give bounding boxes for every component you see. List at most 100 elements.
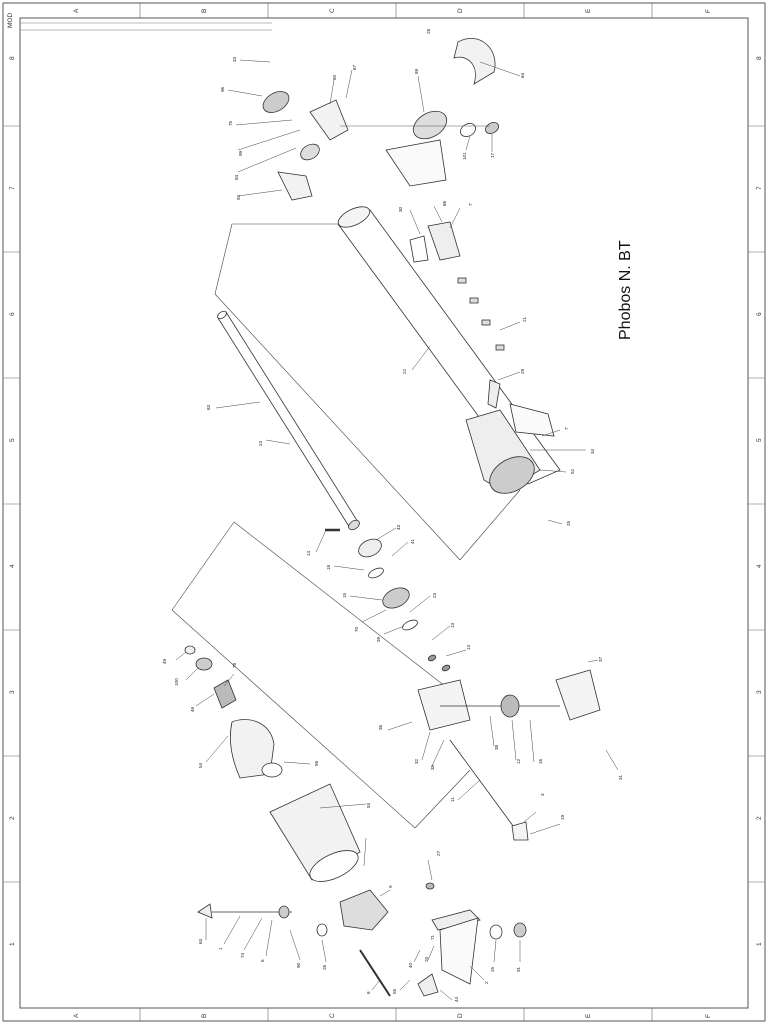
grid-number-8-right: 8 (756, 56, 763, 60)
part-label-20: 20 (424, 956, 429, 962)
part-label-17: 17 (490, 152, 495, 158)
part-label-39: 39 (376, 636, 381, 642)
part-label-26: 26 (322, 964, 327, 970)
grid-letter-c-top: C (329, 8, 336, 13)
grid-letter-d-bottom: D (457, 1013, 464, 1018)
tube-clips (409, 221, 555, 437)
part-label-34: 34 (590, 448, 595, 454)
part-label-49: 49 (162, 658, 167, 664)
grid-letter-a-top: A (73, 8, 80, 13)
part-label-25-lower: 25 (490, 966, 495, 972)
part-label-40: 40 (408, 962, 413, 968)
part-label-21: 21 (522, 316, 527, 322)
corner-tag: MOD (7, 13, 14, 28)
part-label-35: 35 (430, 764, 435, 770)
part-label-38: 38 (494, 744, 499, 750)
part-label-90: 90 (296, 962, 301, 968)
bearing-gear-stack (358, 538, 451, 672)
part-label-18: 18 (326, 564, 331, 570)
part-label-25: 25 (566, 520, 571, 526)
grid-number-8-left: 8 (9, 56, 16, 60)
grid-number-6-left: 6 (9, 312, 16, 316)
top-ruler (3, 3, 765, 1021)
part-label-3: 3 (540, 793, 545, 796)
part-label-1: 1 (218, 947, 223, 950)
part-label-46: 46 (190, 706, 195, 712)
part-label-27: 27 (436, 850, 441, 856)
grid-number-4-left: 4 (9, 564, 16, 568)
part-label-92: 92 (236, 194, 241, 200)
part-label-55: 55 (392, 988, 397, 994)
part-label-83: 83 (206, 404, 211, 410)
part-label-63: 63 (198, 938, 203, 944)
motor-assembly (184, 645, 361, 882)
part-label-2: 2 (484, 981, 489, 984)
title-block (20, 22, 272, 31)
part-label-14: 14 (306, 550, 311, 556)
grid-number-5-left: 5 (9, 438, 16, 442)
grid-letter-b-top: B (201, 9, 208, 13)
grid-number-3-right: 3 (756, 690, 763, 694)
top-end-assembly (262, 38, 499, 201)
part-label-54: 54 (198, 762, 203, 768)
part-label-6: 6 (260, 959, 265, 962)
part-label-30: 30 (398, 206, 403, 212)
part-label-36: 36 (378, 724, 383, 730)
part-label-7-upper: 7 (468, 203, 473, 206)
part-label-7-lower: 7 (564, 427, 569, 430)
part-label-41: 41 (410, 538, 415, 544)
part-label-75: 75 (228, 120, 233, 126)
grid-letter-e-top: E (585, 8, 592, 13)
part-label-53: 53 (366, 802, 371, 808)
inner-border (19, 17, 749, 1009)
grid-number-2-left: 2 (9, 816, 16, 820)
part-label-19: 19 (560, 814, 565, 820)
part-label-32: 32 (414, 758, 419, 764)
part-label-91: 91 (516, 966, 521, 972)
grid-number-6-right: 6 (756, 312, 763, 316)
gearbox-bracket (417, 669, 601, 841)
part-label-101: 101 (462, 152, 467, 160)
tube-housing (337, 206, 561, 485)
part-label-23: 23 (432, 592, 437, 598)
part-label-28: 28 (426, 28, 431, 34)
grid-letter-b-bottom: B (201, 1014, 208, 1018)
part-label-37: 37 (598, 656, 603, 662)
grid-number-7-right: 7 (756, 186, 763, 190)
part-label-14-lower: 14 (466, 644, 471, 650)
part-label-22: 22 (402, 368, 407, 374)
part-label-24: 24 (258, 440, 263, 446)
part-label-60: 60 (332, 74, 337, 80)
leader-lines (175, 59, 619, 1001)
part-label-43: 43 (396, 524, 401, 530)
part-label-70: 70 (354, 626, 359, 632)
grid-number-2-right: 2 (756, 816, 763, 820)
grid-letter-e-bottom: E (585, 1013, 592, 1018)
part-label-71: 71 (430, 934, 435, 940)
part-label-64: 64 (520, 72, 525, 78)
grid-number-1-right: 1 (756, 942, 763, 946)
part-label-52: 52 (570, 468, 575, 474)
part-label-96: 96 (220, 86, 225, 92)
grid-number-3-left: 3 (9, 690, 16, 694)
grid-number-1-left: 1 (9, 942, 16, 946)
part-label-16: 16 (538, 758, 543, 764)
part-label-13: 13 (450, 622, 455, 628)
part-label-12: 12 (516, 758, 521, 764)
part-label-31: 31 (618, 774, 623, 780)
grid-letter-a-bottom: A (73, 1013, 80, 1018)
lead-screw (217, 310, 360, 531)
part-label-84: 84 (234, 174, 239, 180)
part-label-9: 9 (388, 885, 393, 888)
grid-number-5-right: 5 (756, 438, 763, 442)
part-label-33: 33 (232, 56, 237, 62)
part-label-100: 100 (174, 678, 179, 686)
part-labels: 33 96 75 99 84 92 60 67 28 64 89 101 17 … (162, 28, 623, 1002)
part-label-56: 56 (314, 760, 319, 766)
grid-letter-f-top: F (705, 9, 712, 13)
grid-number-4-right: 4 (756, 564, 763, 568)
part-label-15: 15 (342, 592, 347, 598)
